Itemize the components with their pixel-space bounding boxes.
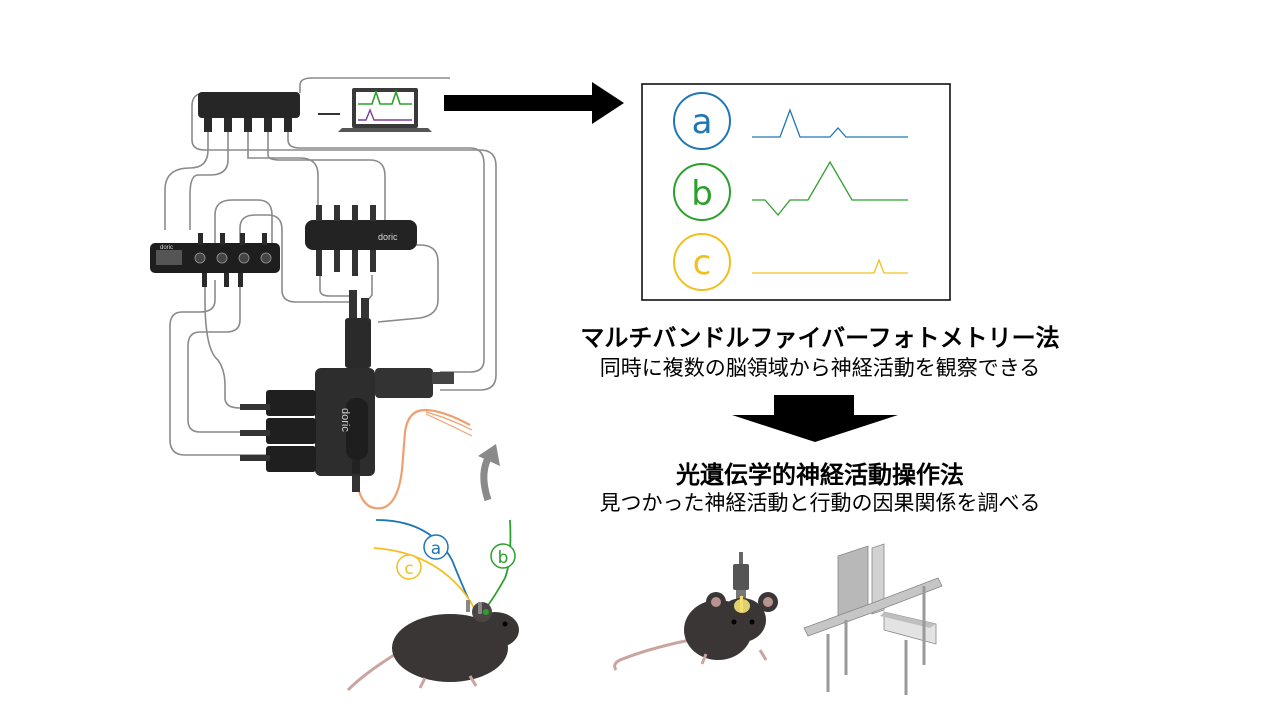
led-driver-box: doric — [305, 205, 417, 276]
trace-c: c — [673, 233, 908, 291]
mouse-photometry: a c b — [346, 519, 519, 692]
method1-title: マルチバンドルファイバーフォトメトリー法 — [580, 324, 1060, 352]
method2-subtitle: 見つかった神経活動と行動の因果関係を調べる — [599, 491, 1041, 515]
method2-title: 光遺伝学的神経活動操作法 — [676, 461, 964, 489]
brand-label-cube: doric — [339, 408, 351, 432]
method1-subtitle: 同時に複数の脳領域から神経活動を観察できる — [599, 356, 1041, 380]
brand-label-driver: doric — [378, 232, 398, 242]
trace-a: a — [673, 92, 908, 150]
cables — [164, 77, 497, 456]
usb-hub — [198, 92, 300, 118]
laptop-icon — [318, 88, 432, 132]
mouse-optogenetics — [613, 552, 778, 671]
trace-b: b — [673, 160, 908, 221]
curved-arrow-icon — [478, 444, 500, 502]
trace-label-a: a — [692, 102, 713, 142]
brand-label-console: doric — [160, 245, 173, 251]
right-arrow-icon — [444, 82, 624, 124]
mouse-label-c: c — [404, 559, 413, 579]
mouse-label-a: a — [431, 539, 441, 559]
fiber-ferrule — [352, 476, 360, 492]
mouse-icon — [346, 600, 519, 692]
trace-label-c: c — [693, 243, 712, 283]
photometry-console: doric — [150, 233, 280, 287]
signal-panel: a b c — [641, 83, 951, 301]
plus-maze-icon — [803, 543, 943, 695]
mouse-fibers — [373, 519, 512, 609]
mouse-label-b: b — [498, 548, 509, 568]
trace-label-b: b — [691, 174, 713, 214]
down-arrow-icon — [732, 395, 898, 442]
maze-legs — [826, 586, 926, 695]
mini-cube: doric — [240, 290, 454, 476]
fiber-bundle — [354, 408, 473, 510]
photometry-rig: doric doric doric — [150, 77, 500, 510]
hub-plugs — [204, 118, 292, 132]
